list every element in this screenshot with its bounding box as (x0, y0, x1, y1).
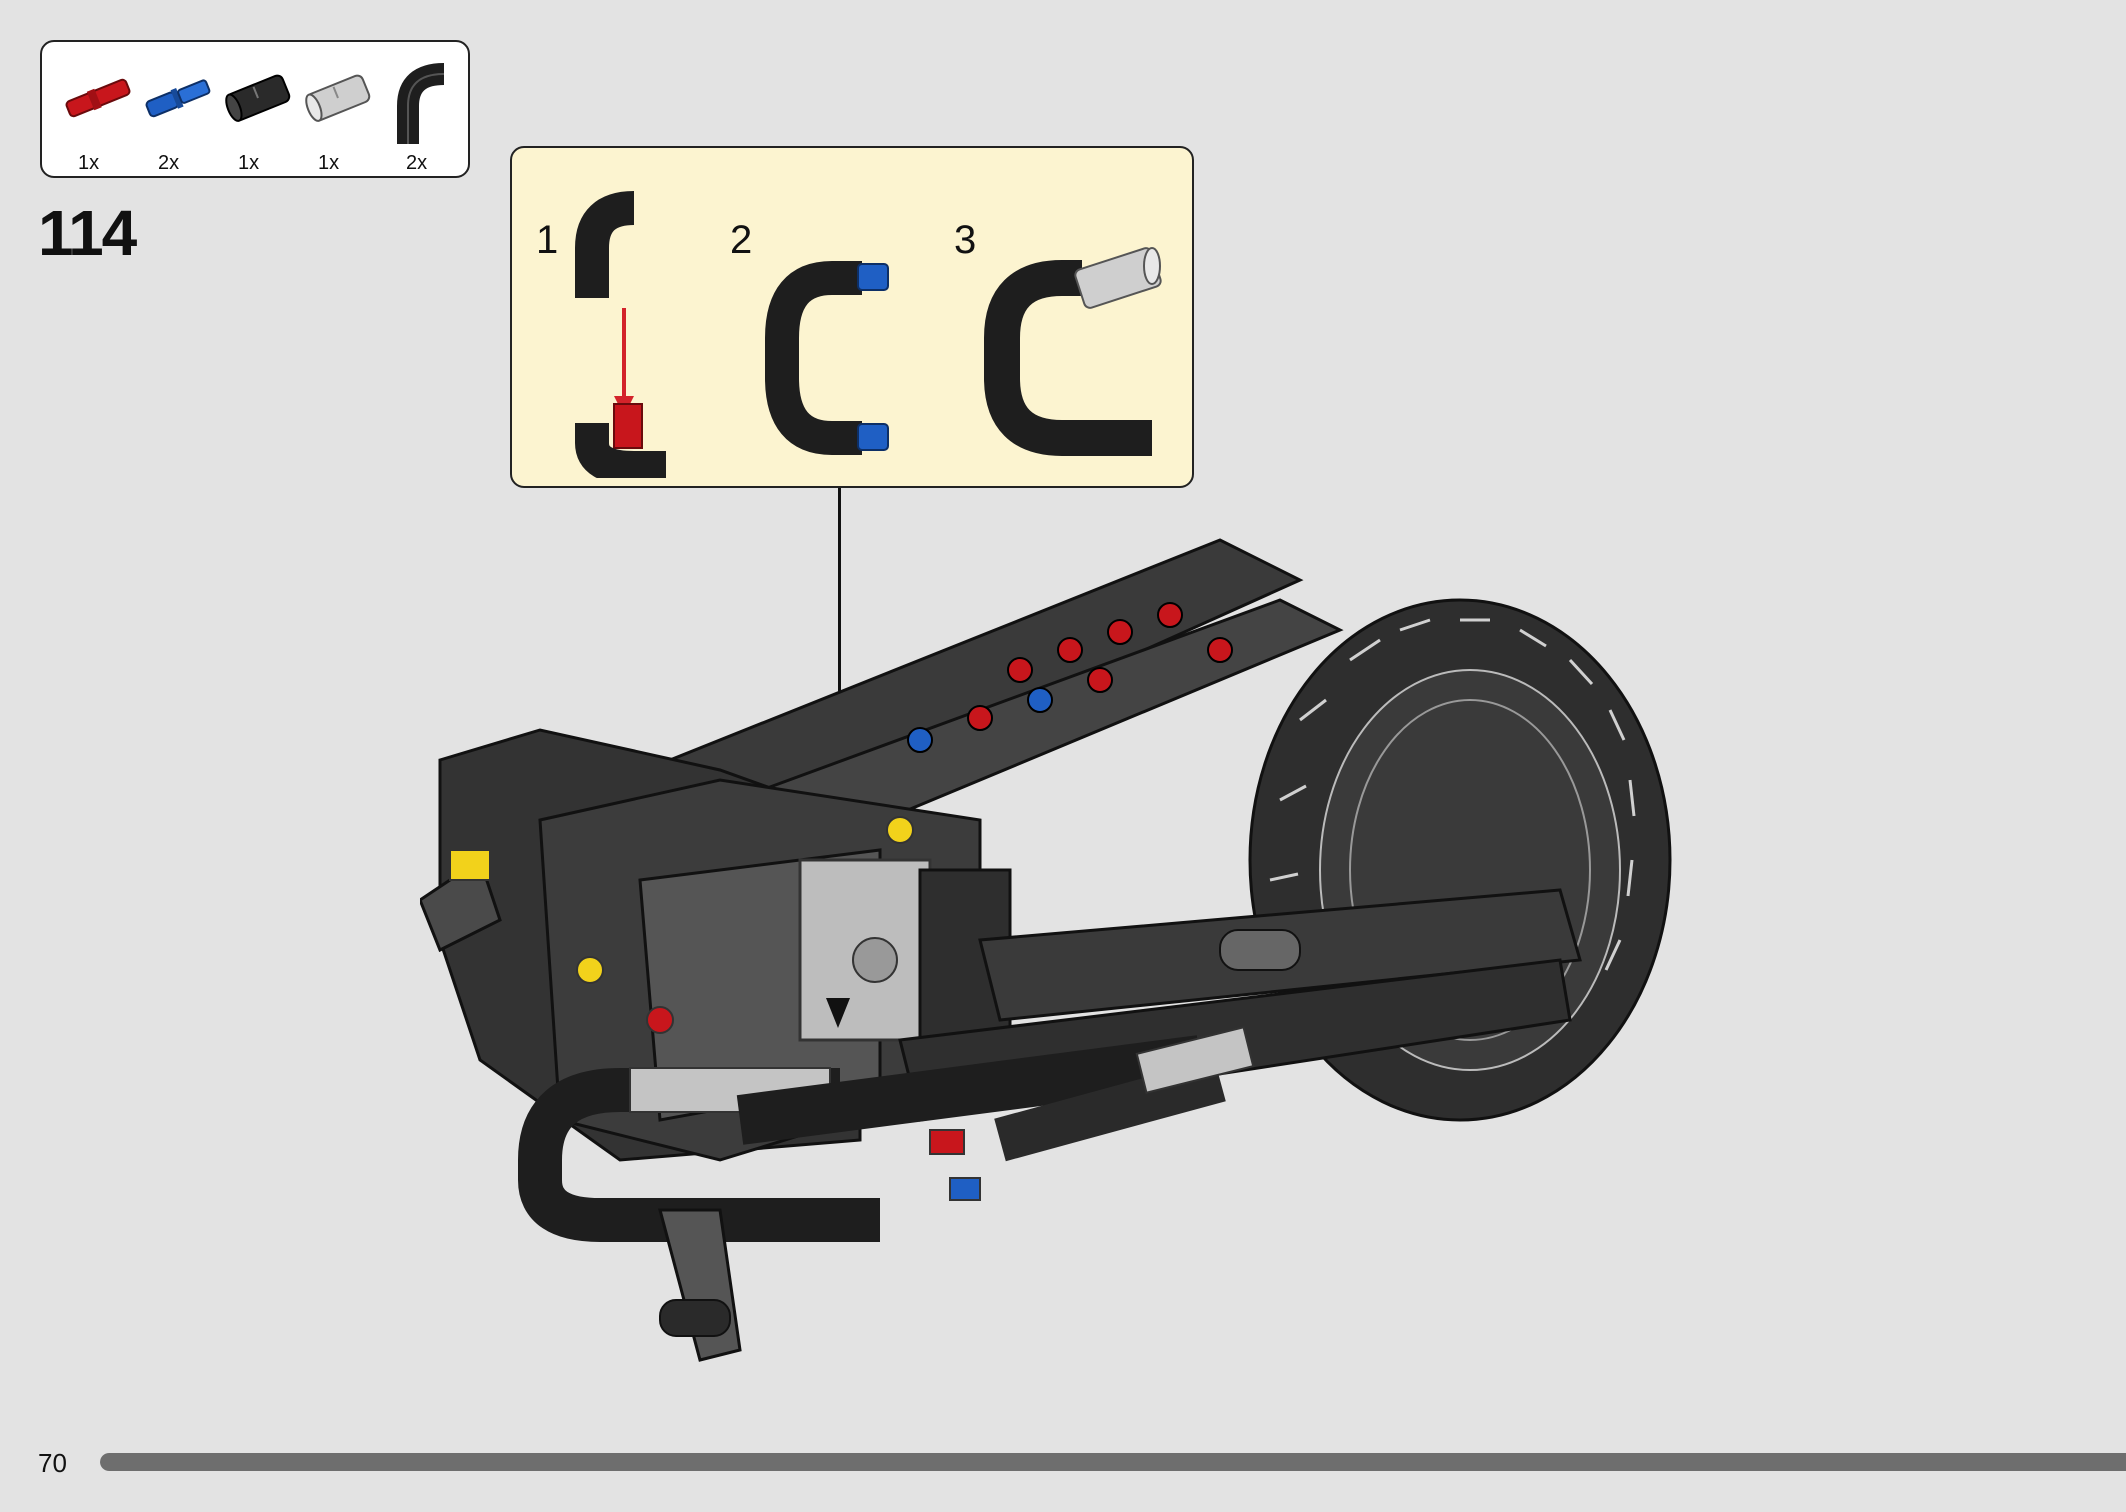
front-fork (420, 849, 502, 953)
substep-label-3: 3 (954, 218, 977, 262)
kickstand (658, 1208, 742, 1362)
substep-label-2: 2 (730, 218, 753, 262)
page-progress-fill (100, 1453, 2126, 1471)
black-tube-icon (225, 74, 291, 122)
part-qty: 1x (318, 152, 340, 174)
exhaust-pipes (518, 1026, 1255, 1242)
engine-block (798, 858, 1012, 1062)
part-qty: 2x (158, 152, 180, 174)
blue-axle-pin-icon (145, 79, 211, 118)
step-number: 114 (38, 197, 137, 269)
part-light-gray-tube: 1x (298, 58, 378, 174)
substep-3-figure (984, 247, 1162, 456)
black-curved-hose-icon (397, 63, 445, 144)
accent-pins (576, 816, 981, 1201)
substep-1-figure (575, 191, 666, 478)
parts-list: 1x 2x 1x 1x (40, 40, 470, 178)
part-black-curved-hose: 2x (386, 58, 466, 174)
substep-label-1: 1 (536, 218, 559, 262)
rail-pins (907, 602, 1233, 753)
callout-arrow-head (826, 998, 850, 1028)
part-qty: 1x (78, 152, 100, 174)
light-gray-tube-icon (305, 74, 371, 122)
red-axle-pin-icon (65, 78, 131, 118)
part-qty: 1x (238, 152, 260, 174)
motorcycle-model (420, 538, 1672, 1362)
part-blue-axle-pin: 2x (138, 58, 218, 174)
page-progress-bar (100, 1453, 2126, 1471)
substep-2-figure (765, 261, 889, 455)
part-black-tube: 1x (218, 58, 298, 174)
sub-assembly-callout: 1 2 3 (510, 146, 1194, 488)
page-number: 70 (38, 1448, 67, 1478)
part-red-axle-pin: 1x (58, 58, 138, 174)
part-qty: 2x (406, 152, 428, 174)
